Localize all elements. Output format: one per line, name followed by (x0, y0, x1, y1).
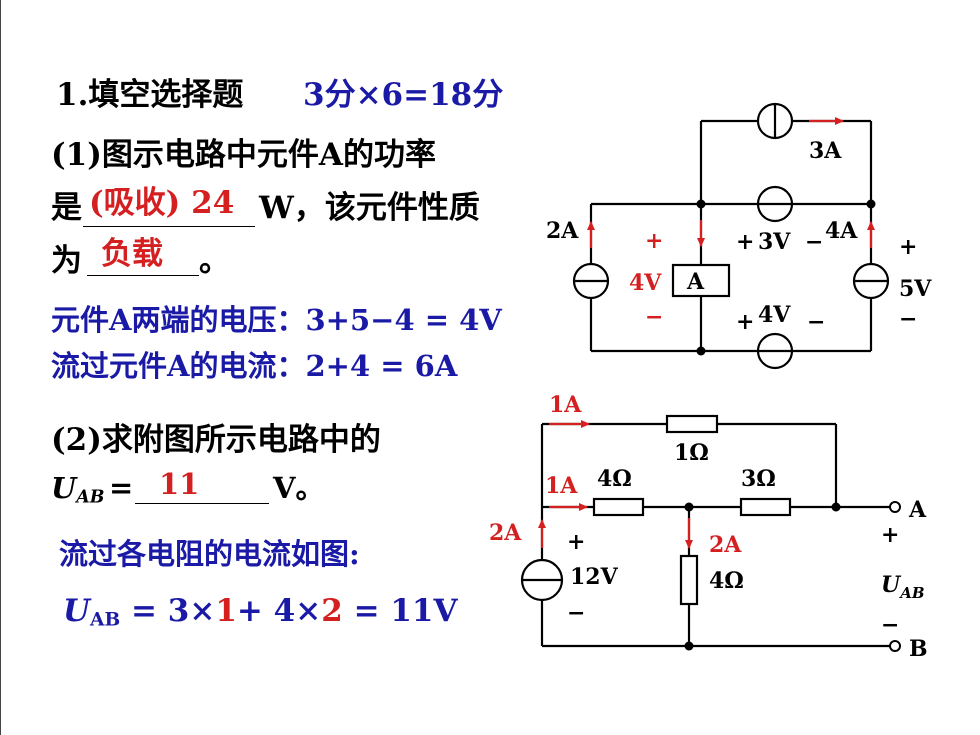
label-3ohm: 3Ω (741, 466, 776, 492)
node (696, 199, 706, 209)
current-source-left (572, 262, 610, 300)
label-3v-plus: + (736, 229, 754, 255)
q1-answer2: 负载 (101, 236, 163, 272)
element-a-box (671, 263, 731, 298)
q2-explanation: 流过各电阻的电流如图: (59, 537, 360, 571)
label-3v-minus: − (805, 229, 823, 255)
label-elem-minus: − (645, 304, 663, 330)
voltage-source-4v (756, 332, 794, 370)
label-5v-plus: + (899, 234, 917, 260)
node (866, 199, 876, 209)
q2-equals: = (109, 471, 134, 505)
section-title: 1.填空选择题 (56, 77, 244, 113)
node (696, 346, 706, 356)
q1-line2-prefix: 是 (51, 190, 82, 226)
q2-unit: V。 (273, 471, 325, 505)
label-1a-mid: 1A (545, 473, 578, 499)
q1-answer1-blank (83, 226, 255, 227)
label-1ohm: 1Ω (674, 440, 709, 466)
q2-answer-blank (135, 503, 269, 504)
q2-formula: UAB = 3×1+ 4×2 = 11V (63, 593, 458, 631)
label-uab: UAB (881, 572, 925, 602)
label-5v-minus: − (899, 306, 917, 332)
label-2a-source: 2A (489, 520, 522, 546)
q1-explanation-current: 流过元件A的电流：2+4 = 6A (51, 349, 458, 383)
resistor-4ohm-down (679, 554, 699, 606)
label-2a-down: 2A (709, 532, 742, 558)
label-4v-minus: − (807, 309, 825, 335)
label-node-b: B (909, 636, 928, 662)
q1-line3-suffix: 。 (199, 243, 230, 279)
label-elem-plus: + (645, 228, 663, 254)
q2-answer: 11 (159, 467, 200, 501)
terminal-a (889, 501, 901, 513)
label-uab-plus: + (881, 522, 899, 548)
label-4a: 4A (825, 218, 858, 244)
resistor-1ohm (665, 414, 719, 434)
q2-uab-label: UAB (51, 471, 105, 508)
section-score: 3分×6=18分 (303, 77, 504, 113)
q1-answer2-blank (87, 275, 199, 276)
voltage-source-3v (756, 185, 794, 223)
q1-line1: (1)图示电路中元件A的功率 (51, 137, 436, 173)
node (684, 502, 694, 512)
current-source-top (756, 102, 794, 140)
label-4ohm-left: 4Ω (597, 466, 632, 492)
label-uab-minus: − (881, 612, 899, 638)
resistor-4ohm-left (592, 497, 645, 517)
q1-explanation-voltage: 元件A两端的电压：3+5−4 = 4V (51, 303, 502, 337)
q2-line1: (2)求附图所示电路中的 (51, 422, 381, 458)
q1-line2-suffix: W，该元件性质 (259, 190, 480, 226)
label-elem-4v: 4V (629, 270, 662, 296)
resistor-3ohm (739, 497, 792, 517)
voltage-source-12v (520, 558, 564, 602)
label-element-a: A (686, 269, 705, 295)
label-3a: 3A (809, 138, 842, 164)
label-4ohm-down: 4Ω (709, 568, 744, 594)
terminal-b (889, 640, 901, 652)
label-4v: 4V (758, 302, 791, 328)
q1-answer1: (吸收) 24 (89, 185, 235, 221)
node (684, 641, 694, 651)
label-12v-plus: + (567, 529, 585, 555)
node (831, 502, 841, 512)
label-node-a: A (908, 497, 927, 523)
label-4v-plus: + (736, 309, 754, 335)
label-12v-minus: − (567, 600, 585, 626)
current-source-right (852, 262, 890, 300)
q1-line3-prefix: 为 (51, 243, 82, 279)
label-3v: 3V (758, 229, 791, 255)
label-12v: 12V (570, 564, 619, 590)
label-2a: 2A (546, 218, 579, 244)
label-1a-top: 1A (549, 392, 582, 418)
label-5v: 5V (899, 276, 932, 302)
